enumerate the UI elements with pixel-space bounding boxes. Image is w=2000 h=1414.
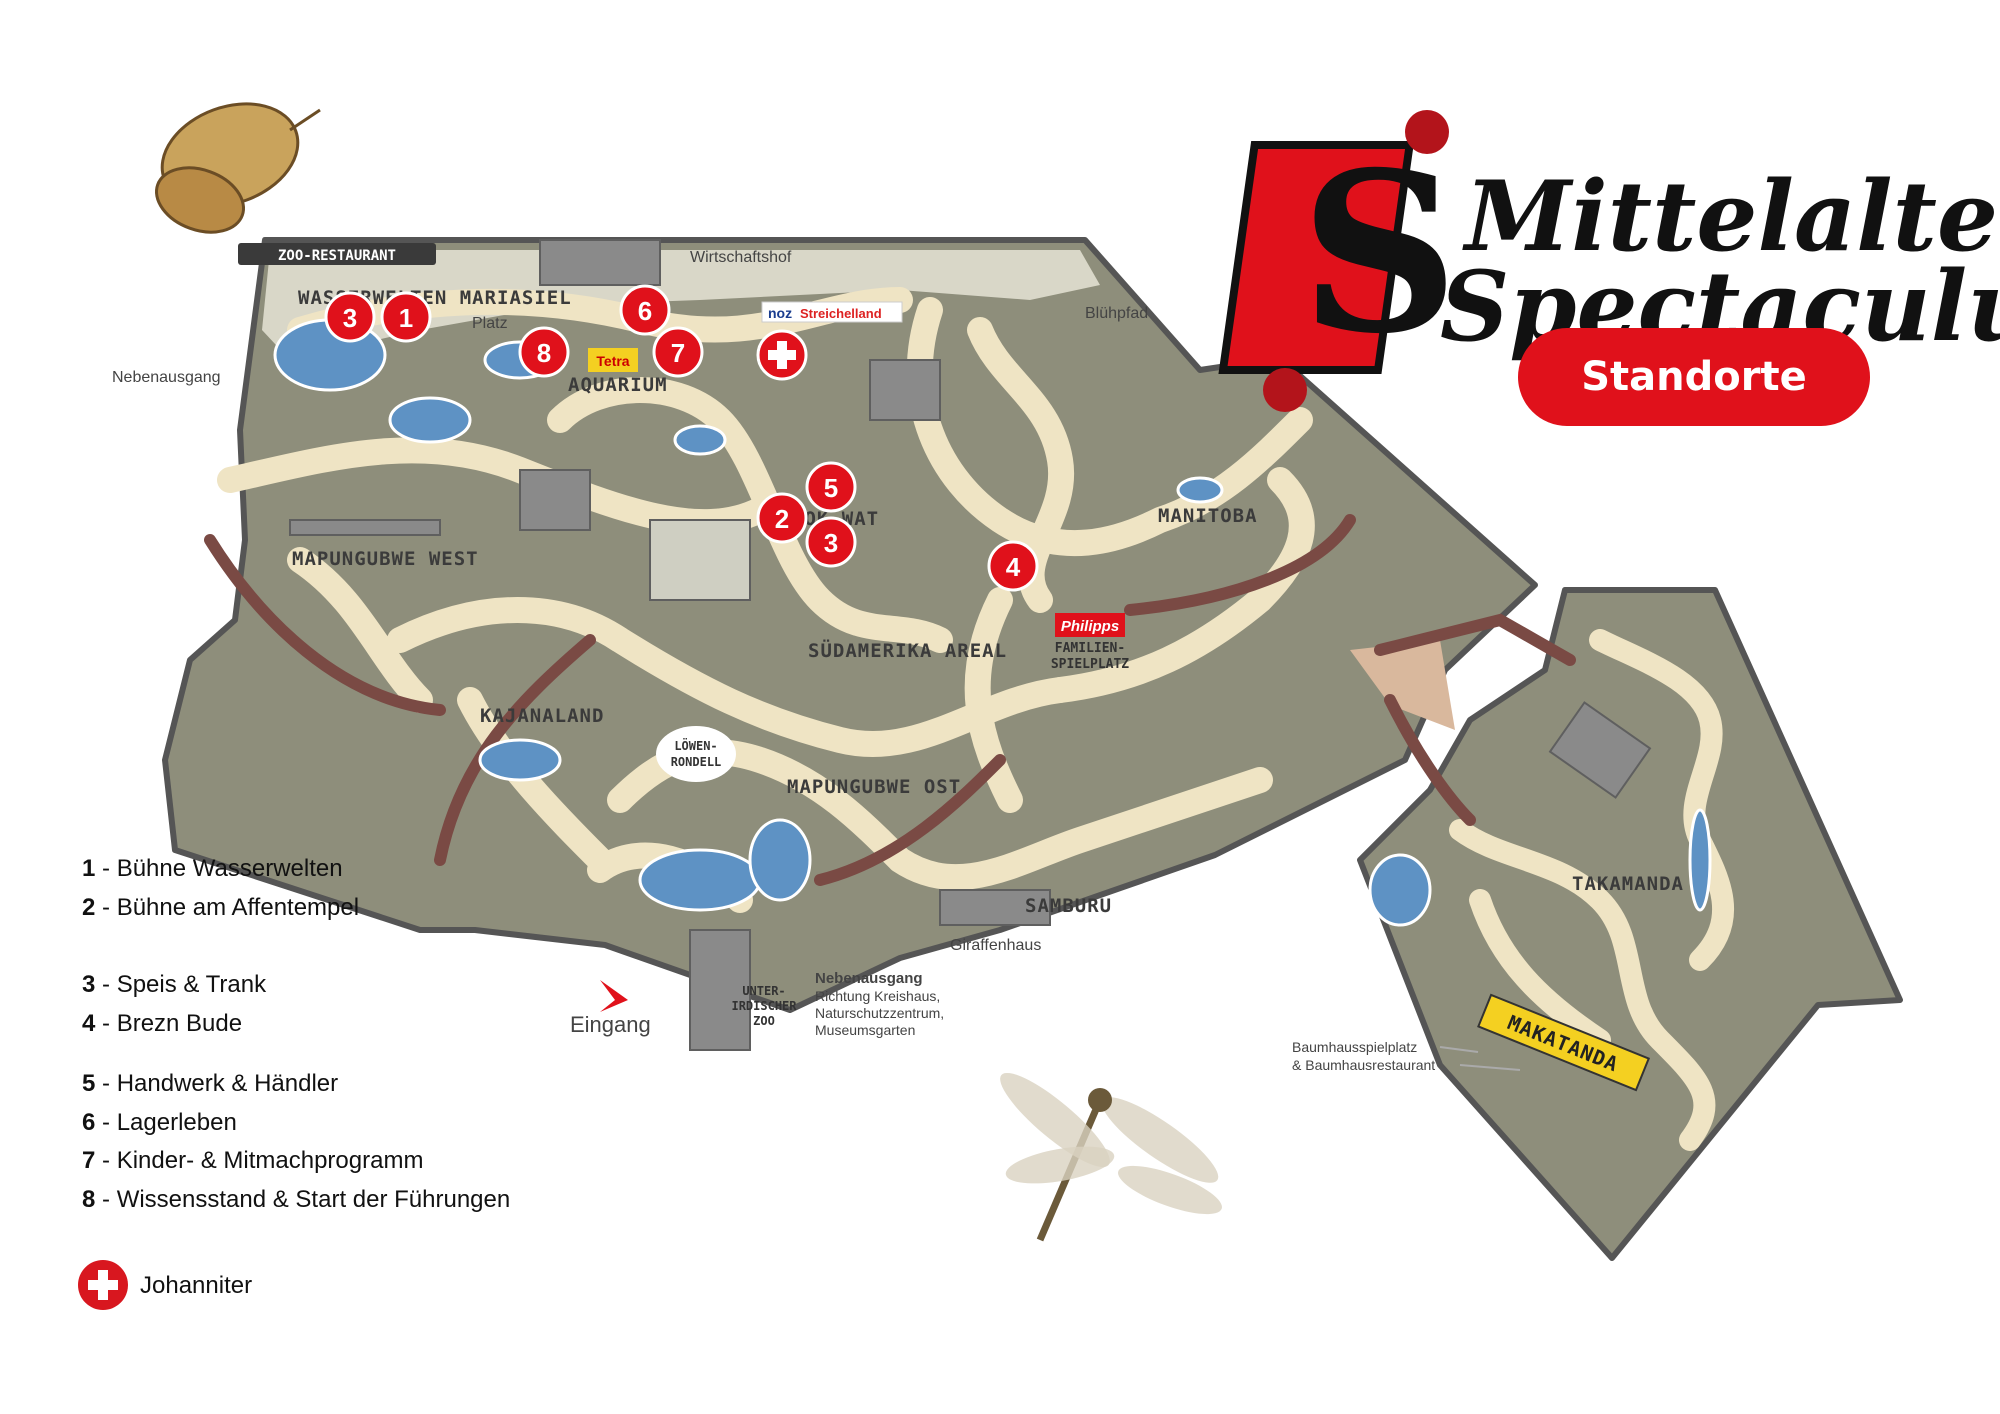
label-baumhaus-1: Baumhausspielplatz (1292, 1039, 1417, 1055)
north-band (262, 250, 1100, 360)
legend-item-4: 4 - Brezn Bude (82, 1010, 243, 1037)
legend-item-6: 6 - Lagerleben (82, 1109, 237, 1136)
label-familien: FAMILIEN- (1055, 641, 1125, 656)
label-nebenausgang-sued: Nebenausgang (815, 970, 923, 987)
label-richtung-2: Naturschutzzentrum, (815, 1005, 944, 1021)
marker-1-wasserwelten[interactable]: 1 (380, 291, 432, 343)
event-markers: 3 1 6 8 7 5 2 3 (324, 284, 1039, 592)
svg-text:3: 3 (824, 528, 838, 558)
zone-aquarium: AQUARIUM (568, 374, 668, 396)
label-bluehpfad: Blühpfad (1085, 305, 1148, 322)
label-noz: noz (768, 305, 792, 321)
marker-5-handwerk[interactable]: 5 (805, 461, 857, 513)
label-richtung-1: Richtung Kreishaus, (815, 988, 940, 1004)
marker-3-kok-wat[interactable]: 3 (805, 516, 857, 568)
zone-mapungubwe-west: MAPUNGUBWE WEST (292, 548, 479, 570)
boardwalks (204, 514, 1576, 886)
svg-text:7: 7 (671, 338, 685, 368)
svg-text:4: 4 (1006, 552, 1021, 582)
svg-text:3: 3 (343, 303, 357, 333)
label-eingang: Eingang (570, 1012, 651, 1037)
zone-manitoba: MANITOBA (1158, 505, 1258, 527)
label-loewen: LÖWEN- (674, 738, 717, 753)
marker-2-affentempel[interactable]: 2 (756, 492, 808, 544)
svg-text:2: 2 (775, 504, 789, 534)
legend-item-5: 5 - Handwerk & Händler (82, 1070, 339, 1097)
label-wirtschaftshof: Wirtschaftshof (690, 249, 792, 266)
marker-6-lagerleben[interactable]: 6 (619, 284, 671, 336)
takamanda-paths (1449, 629, 1734, 1151)
zone-mapungubwe-ost: MAPUNGUBWE OST (787, 776, 961, 798)
marker-4-brezn-bude[interactable]: 4 (987, 540, 1039, 592)
label-irdischer: IRDISCHER (731, 999, 797, 1013)
title-line-1: Mittelalter (1462, 160, 2000, 273)
label-spielplatz: SPIELPLATZ (1051, 657, 1129, 672)
label-streichelland: Streichelland (800, 306, 882, 321)
zone-takamanda: TAKAMANDA (1572, 873, 1684, 895)
label-nebenausgang-west: Nebenausgang (112, 369, 221, 386)
zone-kajanaland: KAJANALAND (480, 705, 604, 727)
legend-item-7: 7 - Kinder- & Mitmachprogramm (82, 1147, 424, 1174)
johanniter-label: Johanniter (140, 1272, 253, 1299)
buildings (289, 239, 1652, 1051)
svg-text:1: 1 (399, 303, 413, 333)
butterfly-illustration (154, 102, 321, 234)
zone-samburu: SAMBURU (1025, 895, 1112, 917)
label-giraffenhaus: Giraffenhaus (950, 937, 1041, 954)
legend-item-1: 1 - Bühne Wasserwelten (82, 855, 343, 882)
title-initial-s: S (1300, 123, 1459, 382)
marker-3-wasserwelten[interactable]: 3 (324, 291, 376, 343)
johanniter-map-marker[interactable] (756, 329, 808, 381)
legend-item-2: 2 - Bühne am Affentempel (82, 894, 360, 921)
zone-suedamerika-areal: SÜDAMERIKA AREAL (808, 638, 1007, 662)
label-unter: UNTER- (742, 984, 785, 998)
sand-area (1350, 640, 1455, 730)
marker-7-kinderprogramm[interactable]: 7 (652, 326, 704, 378)
svg-text:6: 6 (638, 296, 652, 326)
standorte-badge: Standorte (1518, 328, 1870, 426)
first-aid-cross-icon (78, 1260, 128, 1310)
label-baumhaus-2: & Baumhausrestaurant (1292, 1057, 1435, 1073)
svg-text:5: 5 (824, 473, 838, 503)
park-area-takamanda (1357, 587, 1903, 1261)
marker-8-wissensstand[interactable]: 8 (518, 326, 570, 378)
label-philipps: Philipps (1061, 618, 1119, 635)
label-zoo: ZOO (753, 1014, 775, 1028)
svg-text:8: 8 (537, 338, 551, 368)
legend-item-8: 8 - Wissensstand & Start der Führungen (82, 1186, 511, 1213)
label-rondell: RONDELL (671, 755, 722, 769)
zone-labels: ZOO-RESTAURANT Wirtschaftshof Nebenausga… (112, 243, 1684, 1092)
label-tetra: Tetra (596, 353, 629, 369)
dragonfly-illustration (1000, 1072, 1222, 1242)
label-richtung-3: Museumsgarten (815, 1022, 915, 1038)
legend-item-3: 3 - Speis & Trank (82, 971, 267, 998)
label-platz: Platz (472, 315, 508, 332)
label-zoo-restaurant: ZOO-RESTAURANT (278, 248, 396, 264)
